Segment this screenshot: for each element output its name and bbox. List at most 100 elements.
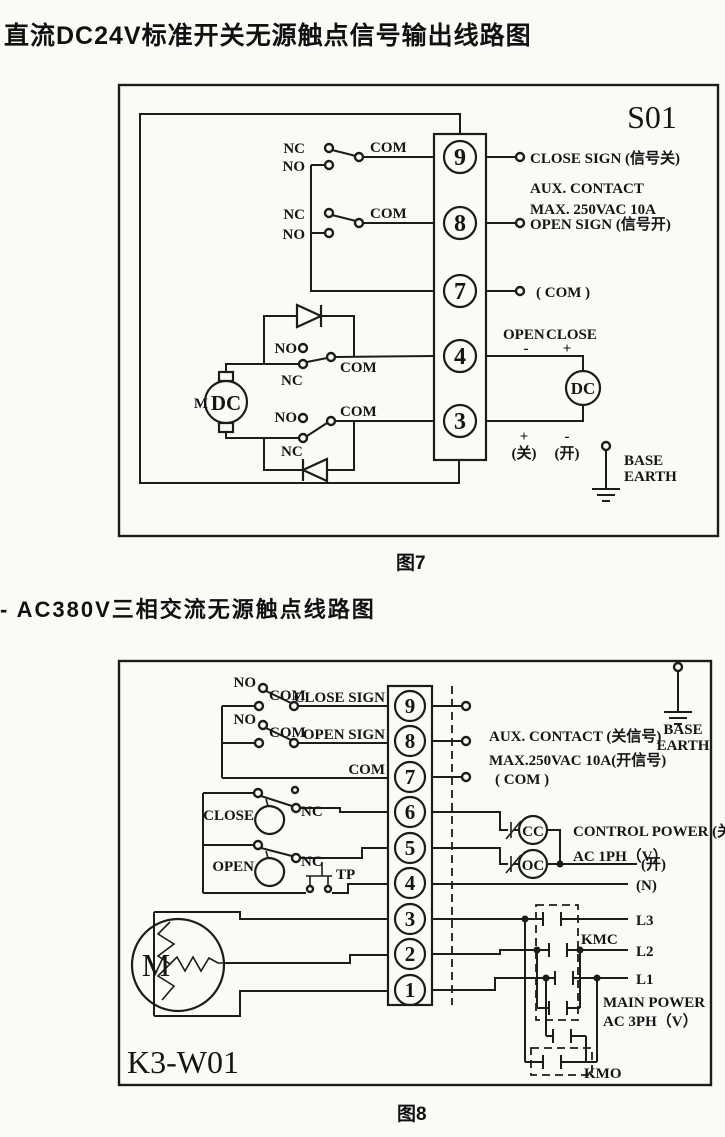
oc-coil-icon (517, 848, 549, 880)
terminal-1: 1 (405, 978, 416, 1002)
open-cn-label: (开) (555, 445, 580, 462)
close-plus2: + (520, 429, 529, 445)
figure8-caption: 图8 (397, 1104, 427, 1125)
aux-contact-line2: MAX.250VAC 10A(开信号) (489, 751, 666, 769)
terminal-9: 9 (405, 694, 416, 718)
s01-wires (139, 113, 620, 502)
terminal-8: 8 (405, 729, 416, 753)
sw1-nc-label: NC (283, 141, 305, 157)
main-power-line1: MAIN POWER (603, 995, 705, 1011)
com-row-label: COM (348, 762, 385, 778)
open-cn-label: (开) (641, 856, 666, 873)
control-power-label: CONTROL POWER (关) (573, 822, 725, 840)
open-cam-label: OPEN (212, 859, 254, 875)
k3w01-motor-icon: M (130, 917, 226, 1013)
terminal-8: 8 (454, 211, 466, 237)
kmc-contact-box (535, 904, 579, 1021)
sw3-com-label: COM (340, 360, 377, 376)
k3w01-dashed-lines (451, 686, 593, 1076)
k3w01-wires (153, 671, 692, 1069)
open-nc-label: NC (301, 854, 323, 870)
k3w01-terminal-block: 9 8 7 6 5 4 3 2 1 (386, 684, 434, 1007)
base-label: BASE (663, 722, 702, 738)
close-nc-label: NC (301, 804, 323, 820)
s01-motor-icon: M DC (194, 370, 249, 434)
sw1-no-label: NO (234, 675, 257, 691)
close-sign-label: CLOSE SIGN (信号关) (530, 149, 680, 167)
cc-label: CC (522, 824, 544, 840)
terminal-6: 6 (405, 800, 416, 824)
terminal-2: 2 (405, 942, 416, 966)
neutral-label: (N) (636, 878, 657, 894)
s01-wiring-diagram: M DC DC 9 8 7 4 3 (117, 83, 720, 538)
s01-model: S01 (627, 99, 677, 135)
figure7-caption: 图7 (396, 553, 426, 574)
aux-contact-line2: MAX. 250VAC 10A (530, 202, 656, 218)
oc-label: OC (522, 858, 545, 874)
s01-diode-up-icon (295, 303, 324, 329)
s01-text-labels: S01 NC NO COM NC NO COM CLOSE SIGN (信号关)… (275, 99, 681, 485)
close-cn-label: (关) (512, 444, 537, 462)
close-cam-label: CLOSE (203, 808, 254, 824)
title-ac-text: AC380V三相交流无源触点线路图 (16, 597, 376, 622)
motor-m-label: M (142, 947, 170, 983)
s01-dc-supply-icon: DC (564, 369, 602, 407)
terminal-4: 4 (454, 344, 466, 370)
open-sign-label: OPEN SIGN (303, 727, 385, 743)
l2-label: L2 (636, 944, 654, 960)
com-out-label: ( COM ) (495, 772, 549, 788)
l1-label: L1 (636, 972, 654, 988)
title-ac-prefix: - (0, 597, 10, 622)
open-minus2: - (565, 429, 570, 445)
sw3-no-label: NO (275, 341, 298, 357)
sw2-no-label: NO (283, 227, 306, 243)
k3w01-contact-points (252, 661, 684, 982)
aux-contact-line1: AUX. CONTACT (530, 181, 644, 197)
cc-coil-icon (517, 814, 549, 846)
open-minus: - (524, 341, 529, 357)
close-cam-icon (254, 804, 286, 836)
s01-terminal-block: 9 8 7 4 3 (432, 132, 488, 462)
terminal-4: 4 (405, 871, 416, 895)
open-cam-icon (254, 856, 286, 888)
terminal-7: 7 (405, 765, 416, 789)
ac-1ph-label: AC 1PH（V） (573, 847, 668, 865)
k3w01-coils: CC OC (517, 814, 549, 880)
terminal-3: 3 (454, 409, 466, 435)
sw2-com-label: COM (370, 206, 407, 222)
terminal-7: 7 (454, 279, 466, 305)
com-out-label: ( COM ) (536, 285, 590, 301)
k3w01-cam-icons (254, 804, 286, 888)
sw1-no-label: NO (283, 159, 306, 175)
close-header: CLOSE (546, 327, 597, 343)
terminal-5: 5 (405, 836, 416, 860)
motor-dc-label: DC (211, 391, 241, 415)
terminal-9: 9 (454, 145, 466, 171)
s01-earth-icon (600, 440, 612, 452)
base-label: BASE (624, 453, 663, 469)
page-title-dc24v: 直流DC24V标准开关无源触点信号输出线路图 (4, 22, 532, 50)
earth-label: EARTH (624, 469, 677, 485)
s01-diode-down-icon (300, 457, 329, 483)
aux-contact-line1: AUX. CONTACT (关信号) (489, 727, 661, 745)
earth-label: EARTH (657, 738, 710, 754)
kmo-label: KMO (584, 1066, 622, 1082)
sw4-nc-label: NC (281, 444, 303, 460)
page-title-ac380v: - AC380V三相交流无源触点线路图 (0, 592, 376, 624)
k3w01-frame (117, 659, 713, 1087)
sw2-no-label: NO (234, 712, 257, 728)
sw2-com-label: COM (269, 725, 306, 741)
close-plus: + (563, 341, 572, 357)
close-sign-label: CLOSE SIGN (294, 690, 385, 706)
sw1-com-label: COM (269, 688, 306, 704)
k3w01-wiring-diagram: M CC OC (117, 659, 725, 1087)
k3w01-model: K3-W01 (127, 1044, 239, 1080)
sw3-nc-label: NC (281, 373, 303, 389)
open-sign-label: OPEN SIGN (信号开) (530, 215, 671, 233)
terminal-3: 3 (405, 907, 416, 931)
s01-contact-points (297, 142, 526, 444)
s01-frame (117, 83, 720, 538)
sw4-com-label: COM (340, 404, 377, 420)
motor-m-label: M (194, 396, 208, 412)
main-power-line2: AC 3PH（V） (603, 1012, 698, 1030)
